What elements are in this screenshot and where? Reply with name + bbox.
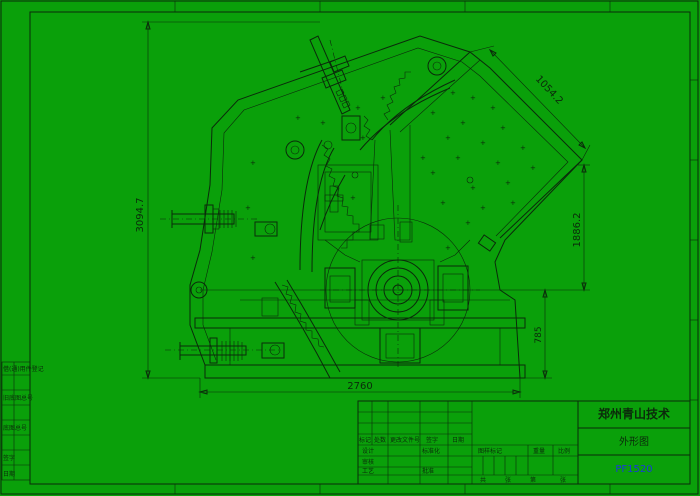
svg-text:+: + <box>480 204 486 212</box>
svg-text:+: + <box>495 159 501 167</box>
svg-text:+: + <box>420 154 426 162</box>
svg-text:+: + <box>465 219 471 227</box>
svg-text:+: + <box>510 199 516 207</box>
drawing-name: 外形图 <box>619 436 649 448</box>
hatch-dots: + + + + + + + + + + + + + + + + + + + + + + + + + + + + + + <box>245 89 536 262</box>
svg-text:+: + <box>445 134 451 142</box>
row-label-2: 工艺 <box>362 467 374 475</box>
svg-text:+: + <box>455 154 461 162</box>
svg-text:+: + <box>245 204 251 212</box>
middle-adjusting-rod <box>160 204 278 237</box>
sheet-text-0: 共 <box>480 476 486 484</box>
internal-details <box>324 185 497 263</box>
pivot-points <box>190 56 474 299</box>
svg-text:+: + <box>470 184 476 192</box>
stage-header-2: 比例 <box>558 447 570 455</box>
stage-header-1: 重量 <box>533 447 545 455</box>
rev-header-1: 处数 <box>374 436 386 444</box>
svg-text:+: + <box>350 194 356 202</box>
svg-text:+: + <box>450 89 456 97</box>
svg-text:+: + <box>445 244 451 252</box>
side-label-4: 日期 <box>3 470 15 478</box>
sheet-text-3: 张 <box>560 476 566 484</box>
side-label-3: 签字 <box>3 454 15 462</box>
model-number: PF1520 <box>615 464 652 475</box>
svg-text:+: + <box>360 134 366 142</box>
rev-header-4: 日期 <box>452 436 464 444</box>
svg-text:+: + <box>250 254 256 262</box>
company-name: 郑州青山技术 <box>598 406 670 421</box>
rotor-assembly <box>320 205 480 370</box>
dim-right-height: 1886.2 <box>572 213 583 248</box>
svg-text:+: + <box>490 104 496 112</box>
svg-text:+: + <box>355 104 361 112</box>
svg-text:+: + <box>505 179 511 187</box>
middle-impact-curtain <box>299 139 360 273</box>
crusher-outline <box>189 35 583 379</box>
rev-header-3: 签字 <box>426 436 438 444</box>
row-label-1: 审核 <box>362 458 374 466</box>
dim-lower-height: 785 <box>534 326 544 343</box>
rev-header-0: 标记 <box>359 436 371 444</box>
upper-adjusting-rod <box>299 35 361 141</box>
row-label-3: 标准化 <box>422 447 440 455</box>
svg-text:+: + <box>470 94 476 102</box>
side-label-1: 旧底图总号 <box>3 394 33 402</box>
stage-header-0: 图样标记 <box>478 447 502 455</box>
lower-impact-curtain <box>261 279 341 379</box>
svg-text:+: + <box>500 124 506 132</box>
row-label-0: 设计 <box>362 447 374 455</box>
upper-impact-curtain <box>319 71 456 231</box>
zone-ticks <box>174 1 698 494</box>
rev-header-2: 更改文件号 <box>390 436 420 444</box>
svg-text:+: + <box>250 159 256 167</box>
svg-text:+: + <box>530 164 536 172</box>
sheet-text-2: 第 <box>530 476 536 484</box>
side-label-0: 借(通)用件登记 <box>3 365 44 373</box>
svg-text:+: + <box>320 119 326 127</box>
dim-diagonal: 1054.2 <box>533 74 565 107</box>
row-label-4: 批准 <box>422 467 434 475</box>
svg-text:+: + <box>380 94 386 102</box>
dim-overall-width: 2760 <box>347 381 372 392</box>
dim-overall-height: 3094.7 <box>135 198 146 233</box>
svg-text:+: + <box>460 119 466 127</box>
svg-text:+: + <box>295 114 301 122</box>
title-block <box>357 400 691 485</box>
dimension-lines <box>142 20 591 398</box>
svg-text:+: + <box>480 139 486 147</box>
side-record-table: 借(通)用件登记 旧底图总号 底图总号 签字 日期 <box>1 361 44 481</box>
svg-text:+: + <box>440 199 446 207</box>
svg-text:+: + <box>430 169 436 177</box>
side-label-2: 底图总号 <box>3 424 27 432</box>
lower-adjusting-rod <box>165 337 285 364</box>
inner-border <box>29 11 691 485</box>
sheet-text-1: 张 <box>505 476 511 484</box>
svg-text:+: + <box>520 144 526 152</box>
svg-text:+: + <box>430 109 436 117</box>
